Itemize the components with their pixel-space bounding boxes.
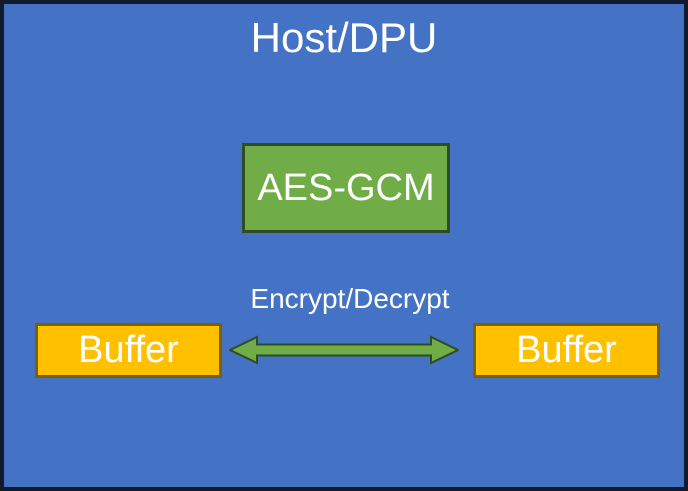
buffer-block-right: Buffer: [473, 323, 660, 378]
encrypt-decrypt-label: Encrypt/Decrypt: [250, 283, 450, 314]
diagram-title: Host/DPU: [250, 14, 438, 61]
buffer-right-label: Buffer: [516, 329, 617, 371]
buffer-block-left: Buffer: [35, 323, 222, 378]
aes-gcm-label: AES-GCM: [257, 166, 435, 209]
encrypt-decrypt-arrow: [229, 335, 459, 365]
buffer-left-label: Buffer: [78, 329, 179, 371]
double-arrow-shape: [229, 335, 459, 365]
aes-gcm-block: AES-GCM: [242, 143, 450, 233]
